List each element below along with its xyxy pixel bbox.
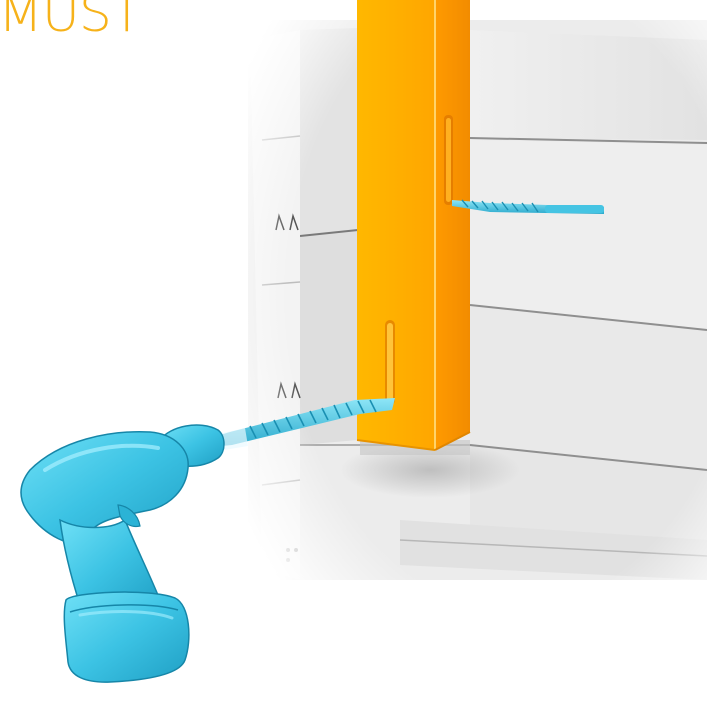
pilot-slot-bottom bbox=[385, 320, 395, 405]
pilot-slot-top bbox=[444, 115, 453, 205]
page-title: MUST bbox=[0, 0, 142, 40]
wooden-beam bbox=[357, 0, 470, 450]
